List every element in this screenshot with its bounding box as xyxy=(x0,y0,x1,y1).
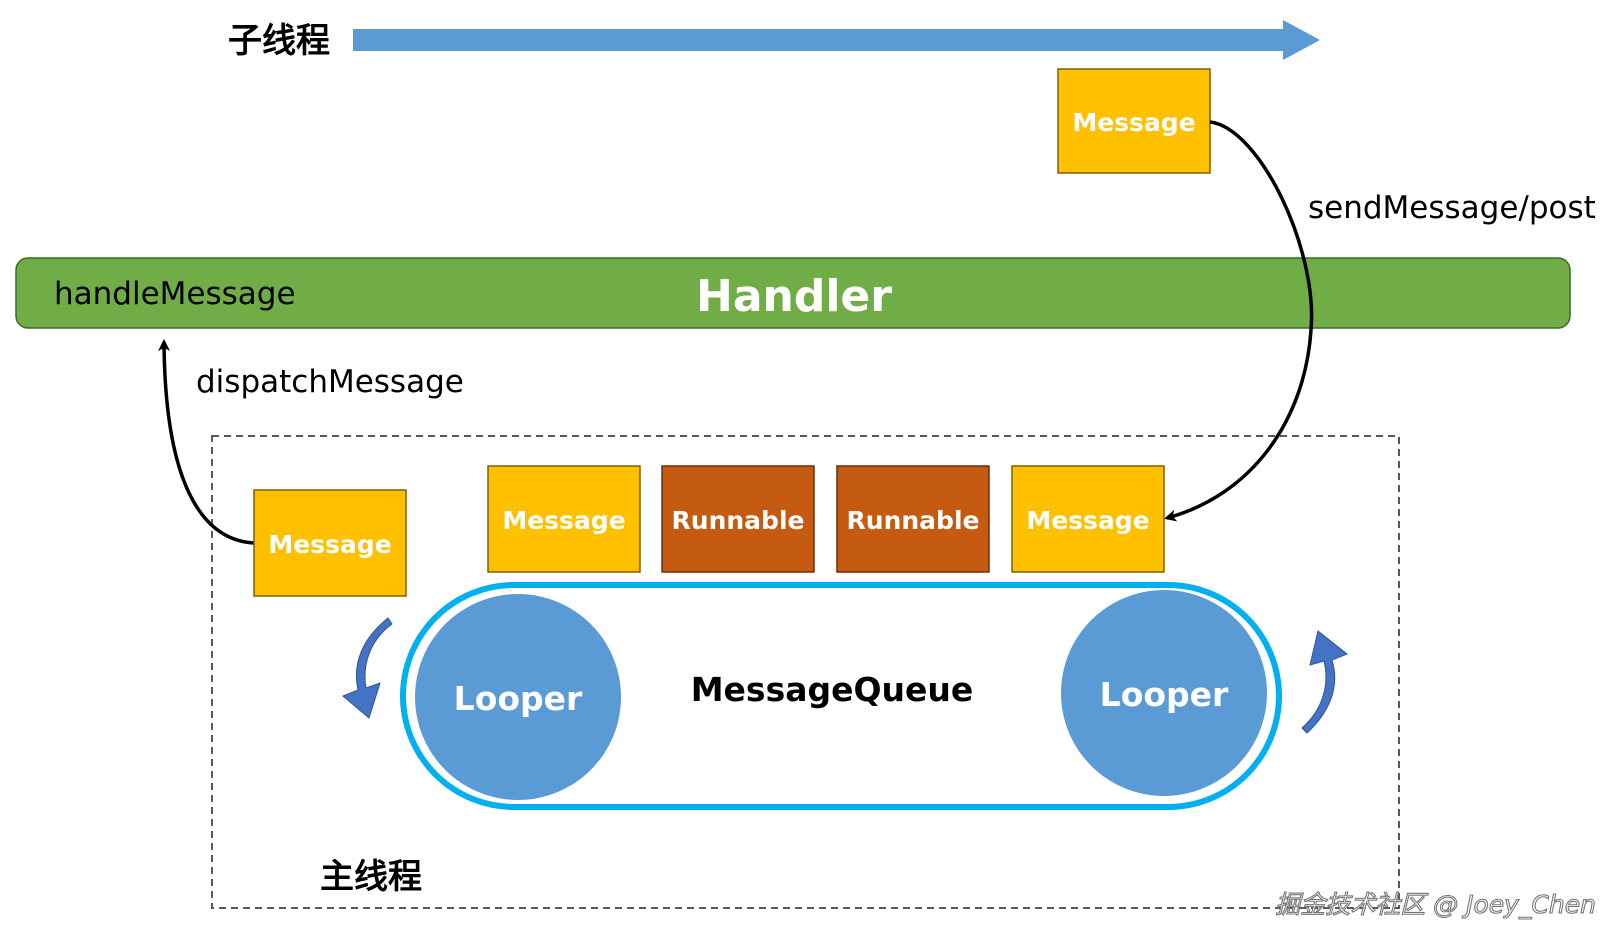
left-rotation-arrow-icon xyxy=(342,617,393,719)
main-thread-region xyxy=(211,435,1400,909)
queue-item-4-label: Message xyxy=(1026,506,1149,535)
sub-thread-arrow xyxy=(353,20,1320,60)
incoming-message-box xyxy=(1057,68,1211,174)
right-looper-circle xyxy=(1061,590,1267,796)
queue-item-1-label: Message xyxy=(502,506,625,535)
handler-title: Handler xyxy=(696,271,892,322)
watermark-text: 掘金技术社区 @ Joey_Chen xyxy=(1275,890,1596,919)
left-looper-label: Looper xyxy=(454,679,583,718)
dispatched-message-box xyxy=(253,489,407,597)
queue-item-4-box xyxy=(1011,465,1165,573)
queue-item-3-box xyxy=(836,465,990,573)
incoming-message-label: Message xyxy=(1072,108,1195,137)
dispatch-message-label: dispatchMessage xyxy=(196,364,464,400)
queue-item-2-box xyxy=(661,465,815,573)
handler-bar xyxy=(15,257,1571,329)
right-looper-label: Looper xyxy=(1100,675,1229,714)
main-thread-label: 主线程 xyxy=(320,857,422,897)
dispatched-message-label: Message xyxy=(268,530,391,559)
right-rotation-arrow-icon xyxy=(1301,630,1348,734)
queue-item-3-label: Runnable xyxy=(847,506,980,535)
message-queue-label: MessageQueue xyxy=(691,670,974,709)
left-looper-circle xyxy=(415,594,621,800)
message-queue-track xyxy=(400,582,1282,810)
queue-item-1-box xyxy=(487,465,641,573)
dispatch-message-arrow xyxy=(158,339,255,545)
send-message-arrow xyxy=(1164,120,1314,522)
handle-message-label: handleMessage xyxy=(54,276,296,312)
queue-item-2-label: Runnable xyxy=(672,506,805,535)
send-message-label: sendMessage/post xyxy=(1308,190,1596,226)
sub-thread-label: 子线程 xyxy=(228,21,330,61)
